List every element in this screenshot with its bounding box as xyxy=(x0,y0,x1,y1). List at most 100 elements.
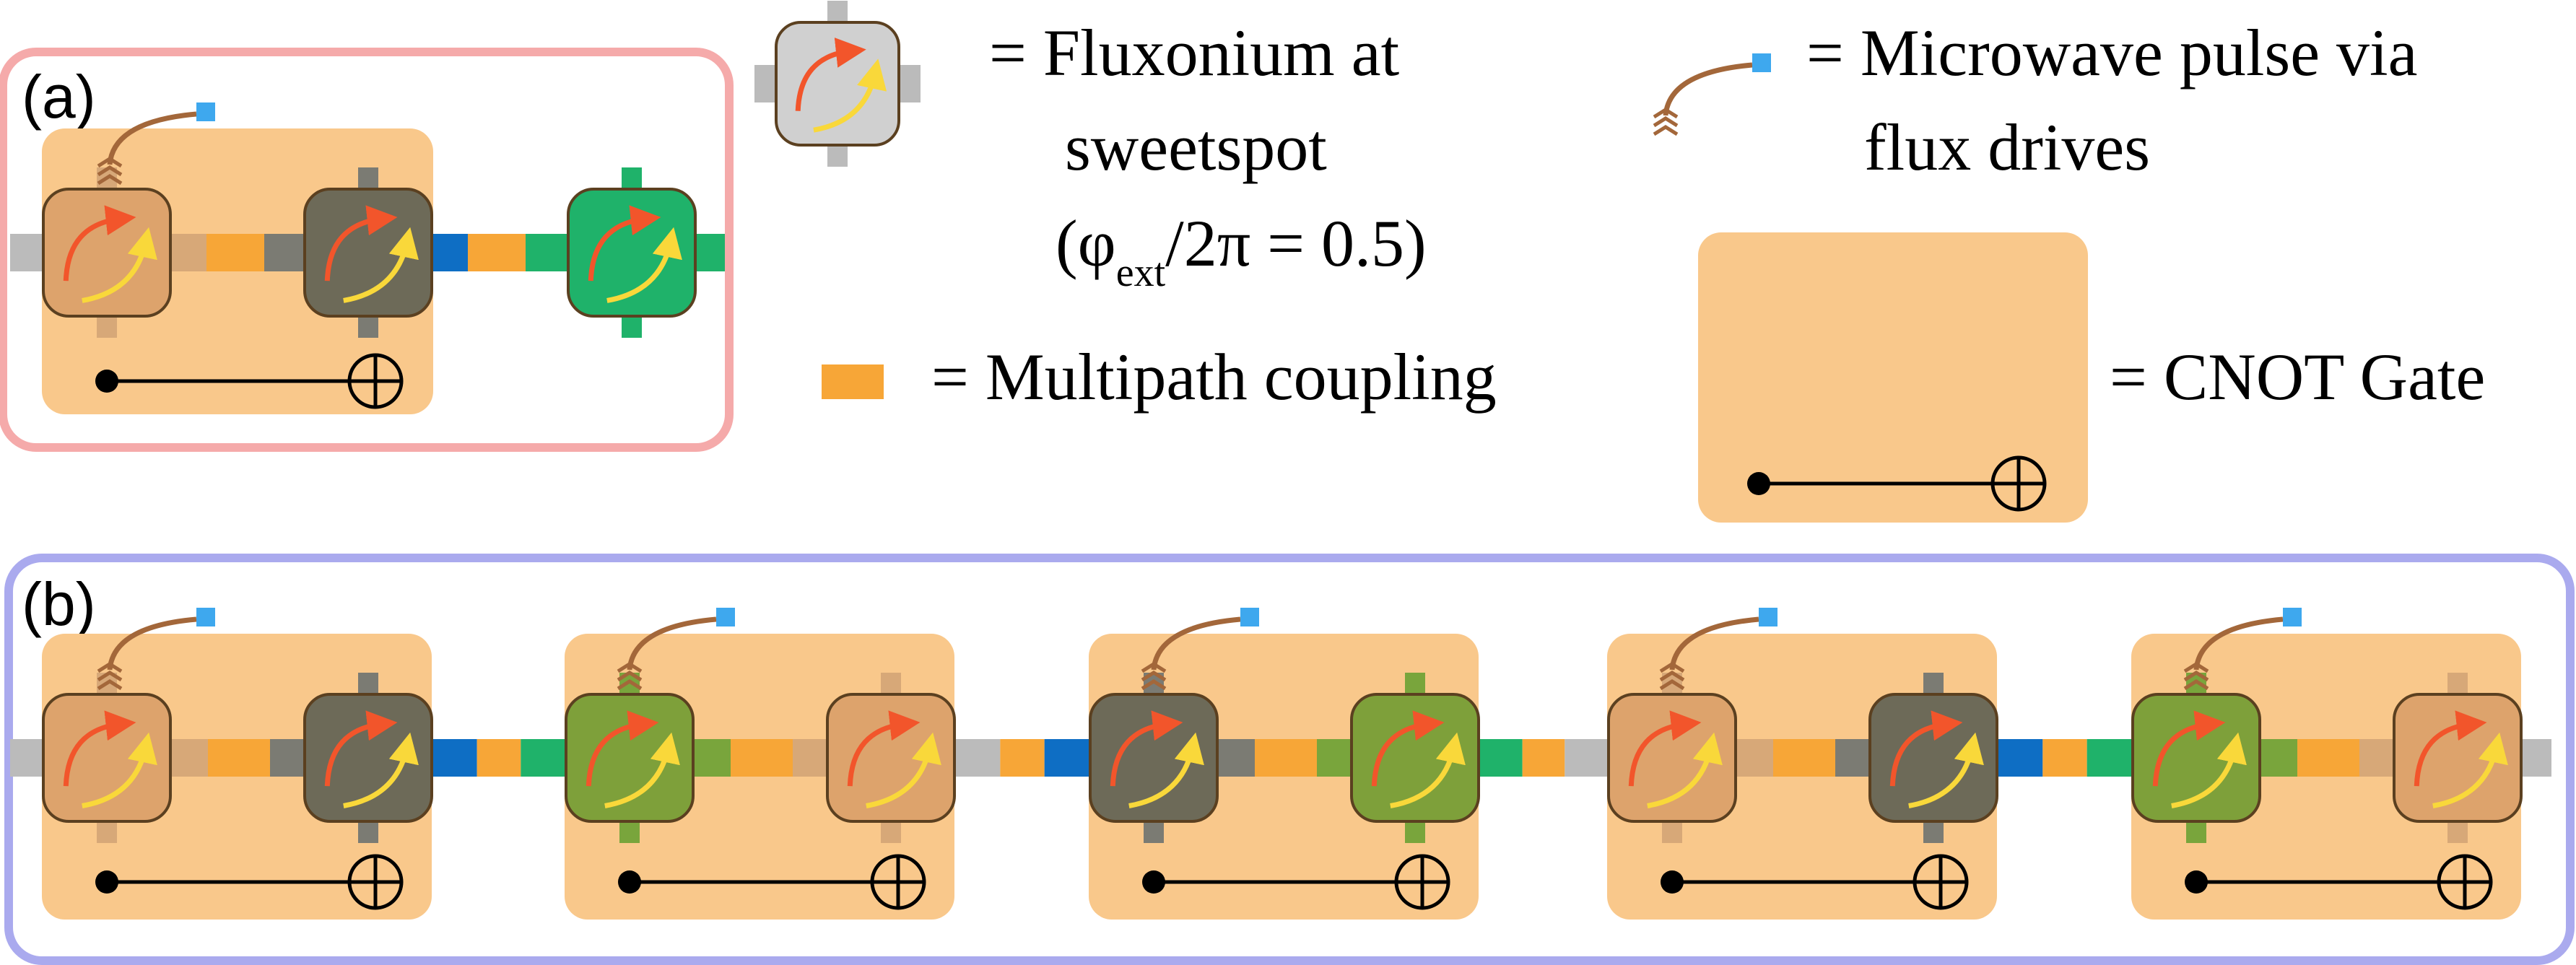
transition-arrow-red xyxy=(63,710,136,787)
panel-b-border xyxy=(4,554,2575,965)
transition-arrow-red xyxy=(1889,710,1963,787)
pulse-square xyxy=(716,608,735,626)
cnot-symbol xyxy=(1661,854,1969,910)
legend-fluxonium-line1: = Fluxonium at xyxy=(989,16,1400,89)
multipath-coupler-icon xyxy=(731,739,793,777)
qubit-stub-top xyxy=(622,167,642,189)
multipath-coupler-icon xyxy=(696,234,725,271)
multipath-coupler-icon xyxy=(432,234,468,271)
multipath-coupler-icon xyxy=(2042,739,2087,777)
legend-fluxonium-line2: sweetspot xyxy=(1065,110,1327,184)
legend-multipath-text: = Multipath coupling xyxy=(931,340,1497,414)
cnot-symbol xyxy=(95,854,404,910)
pulse-feather xyxy=(2183,662,2209,673)
fluxonium-icon xyxy=(2393,673,2523,843)
multipath-coupler-icon xyxy=(695,739,731,777)
pulse-feather xyxy=(1653,125,1679,136)
panel-a-tag: (a) xyxy=(22,63,96,131)
pulse-square xyxy=(1759,608,1777,626)
cnot-symbol xyxy=(618,854,926,910)
pulse-feather xyxy=(2183,679,2209,691)
pulse-feather xyxy=(97,671,123,682)
transition-arrow-yellow xyxy=(1128,732,1204,808)
multipath-coupler-icon xyxy=(10,739,45,777)
multipath-coupler-icon xyxy=(1522,739,1565,777)
transition-arrow-yellow xyxy=(1908,732,1984,808)
panel-a-border xyxy=(0,48,734,452)
transition-arrow-yellow xyxy=(2171,732,2247,808)
transition-arrow-yellow xyxy=(2432,732,2508,808)
pulse-line xyxy=(1151,616,1241,671)
fluxonium-icon xyxy=(1350,673,1480,843)
pulse-feather xyxy=(97,662,123,673)
legend-fluxonium-rest: /2π = 0.5) xyxy=(1165,206,1427,280)
fluxonium-icon xyxy=(42,167,172,338)
multipath-coupler-icon xyxy=(793,739,826,777)
pulse-feather xyxy=(1653,116,1679,128)
diagram-elements xyxy=(10,1,2551,920)
pulse-square xyxy=(1752,53,1771,72)
qubit-stub-bottom xyxy=(97,316,117,338)
pulse-feather xyxy=(1659,671,1685,682)
pulse-line xyxy=(107,111,197,165)
qubit-stub-bottom xyxy=(358,821,378,843)
transition-arrow-yellow xyxy=(343,732,419,808)
multipath-coupler-icon xyxy=(172,234,206,271)
multipath-coupler-icon xyxy=(264,234,305,271)
multipath-coupler-icon xyxy=(2523,739,2551,777)
transition-arrow-yellow xyxy=(866,732,941,808)
qubit-body xyxy=(565,693,695,823)
pulse-feather xyxy=(2183,671,2209,682)
multipath-coupler-icon xyxy=(1773,739,1835,777)
fluxonium-icon xyxy=(1868,673,1998,843)
transition-arrow-red xyxy=(588,205,661,281)
qubit-stub-bottom xyxy=(358,316,378,338)
control-dot-icon xyxy=(1661,870,1684,894)
fluxonium-icon xyxy=(1089,673,1219,843)
fluxonium-icon xyxy=(2131,673,2261,843)
pulse-square xyxy=(196,102,215,121)
legend-fluxonium-text: = Fluxonium at sweetspot (φext/2π = 0.5) xyxy=(989,16,1427,295)
microwave-pulse-icon xyxy=(1659,608,1777,691)
microwave-pulse-icon xyxy=(2183,608,2302,691)
transition-arrow-yellow xyxy=(1390,732,1466,808)
qubit-body xyxy=(2393,693,2523,823)
control-dot-icon xyxy=(2185,870,2208,894)
transition-arrow-red xyxy=(324,710,398,787)
pulse-line xyxy=(1663,62,1753,116)
fluxonium-icon xyxy=(775,1,900,167)
pulse-square xyxy=(2283,608,2302,626)
panel-b-tag: (b) xyxy=(22,570,96,638)
multipath-coupler-icon xyxy=(2359,739,2393,777)
qubit-stub-top xyxy=(358,167,378,189)
pulse-feather xyxy=(1659,679,1685,691)
fluxonium-icon xyxy=(303,167,433,338)
pulse-square xyxy=(1240,608,1259,626)
qubit-body xyxy=(303,693,433,823)
qubit-stub-bottom xyxy=(622,316,642,338)
multipath-coupler-icon xyxy=(2297,739,2359,777)
control-dot-icon xyxy=(95,370,118,393)
qubit-stub-bottom xyxy=(2186,821,2206,843)
qubit-body xyxy=(1607,693,1737,823)
cnot-symbol xyxy=(2185,854,2493,910)
legend-microwave-text: = Microwave pulse via flux drives xyxy=(1806,16,2417,184)
pulse-feather xyxy=(1653,108,1679,119)
transition-arrow-yellow xyxy=(604,732,680,808)
microwave-pulse-icon xyxy=(1141,608,1259,691)
multipath-coupler-icon xyxy=(1835,739,1868,777)
qubit-stub-bottom xyxy=(2447,821,2468,843)
multipath-coupler-icon xyxy=(1998,739,2043,777)
transition-arrow-yellow xyxy=(813,58,887,133)
qubit-stub-bottom xyxy=(1405,821,1425,843)
transition-arrow-red xyxy=(1371,710,1445,787)
multipath-coupler-icon xyxy=(433,739,477,777)
qubit-body xyxy=(42,693,172,823)
microwave-pulse-icon xyxy=(617,608,735,691)
pulse-feather xyxy=(97,165,123,177)
pulse-square xyxy=(196,608,215,626)
multipath-coupler-icon xyxy=(10,234,45,271)
transition-arrow-yellow xyxy=(82,227,157,303)
legend-cnot-text: = CNOT Gate xyxy=(2110,340,2485,414)
